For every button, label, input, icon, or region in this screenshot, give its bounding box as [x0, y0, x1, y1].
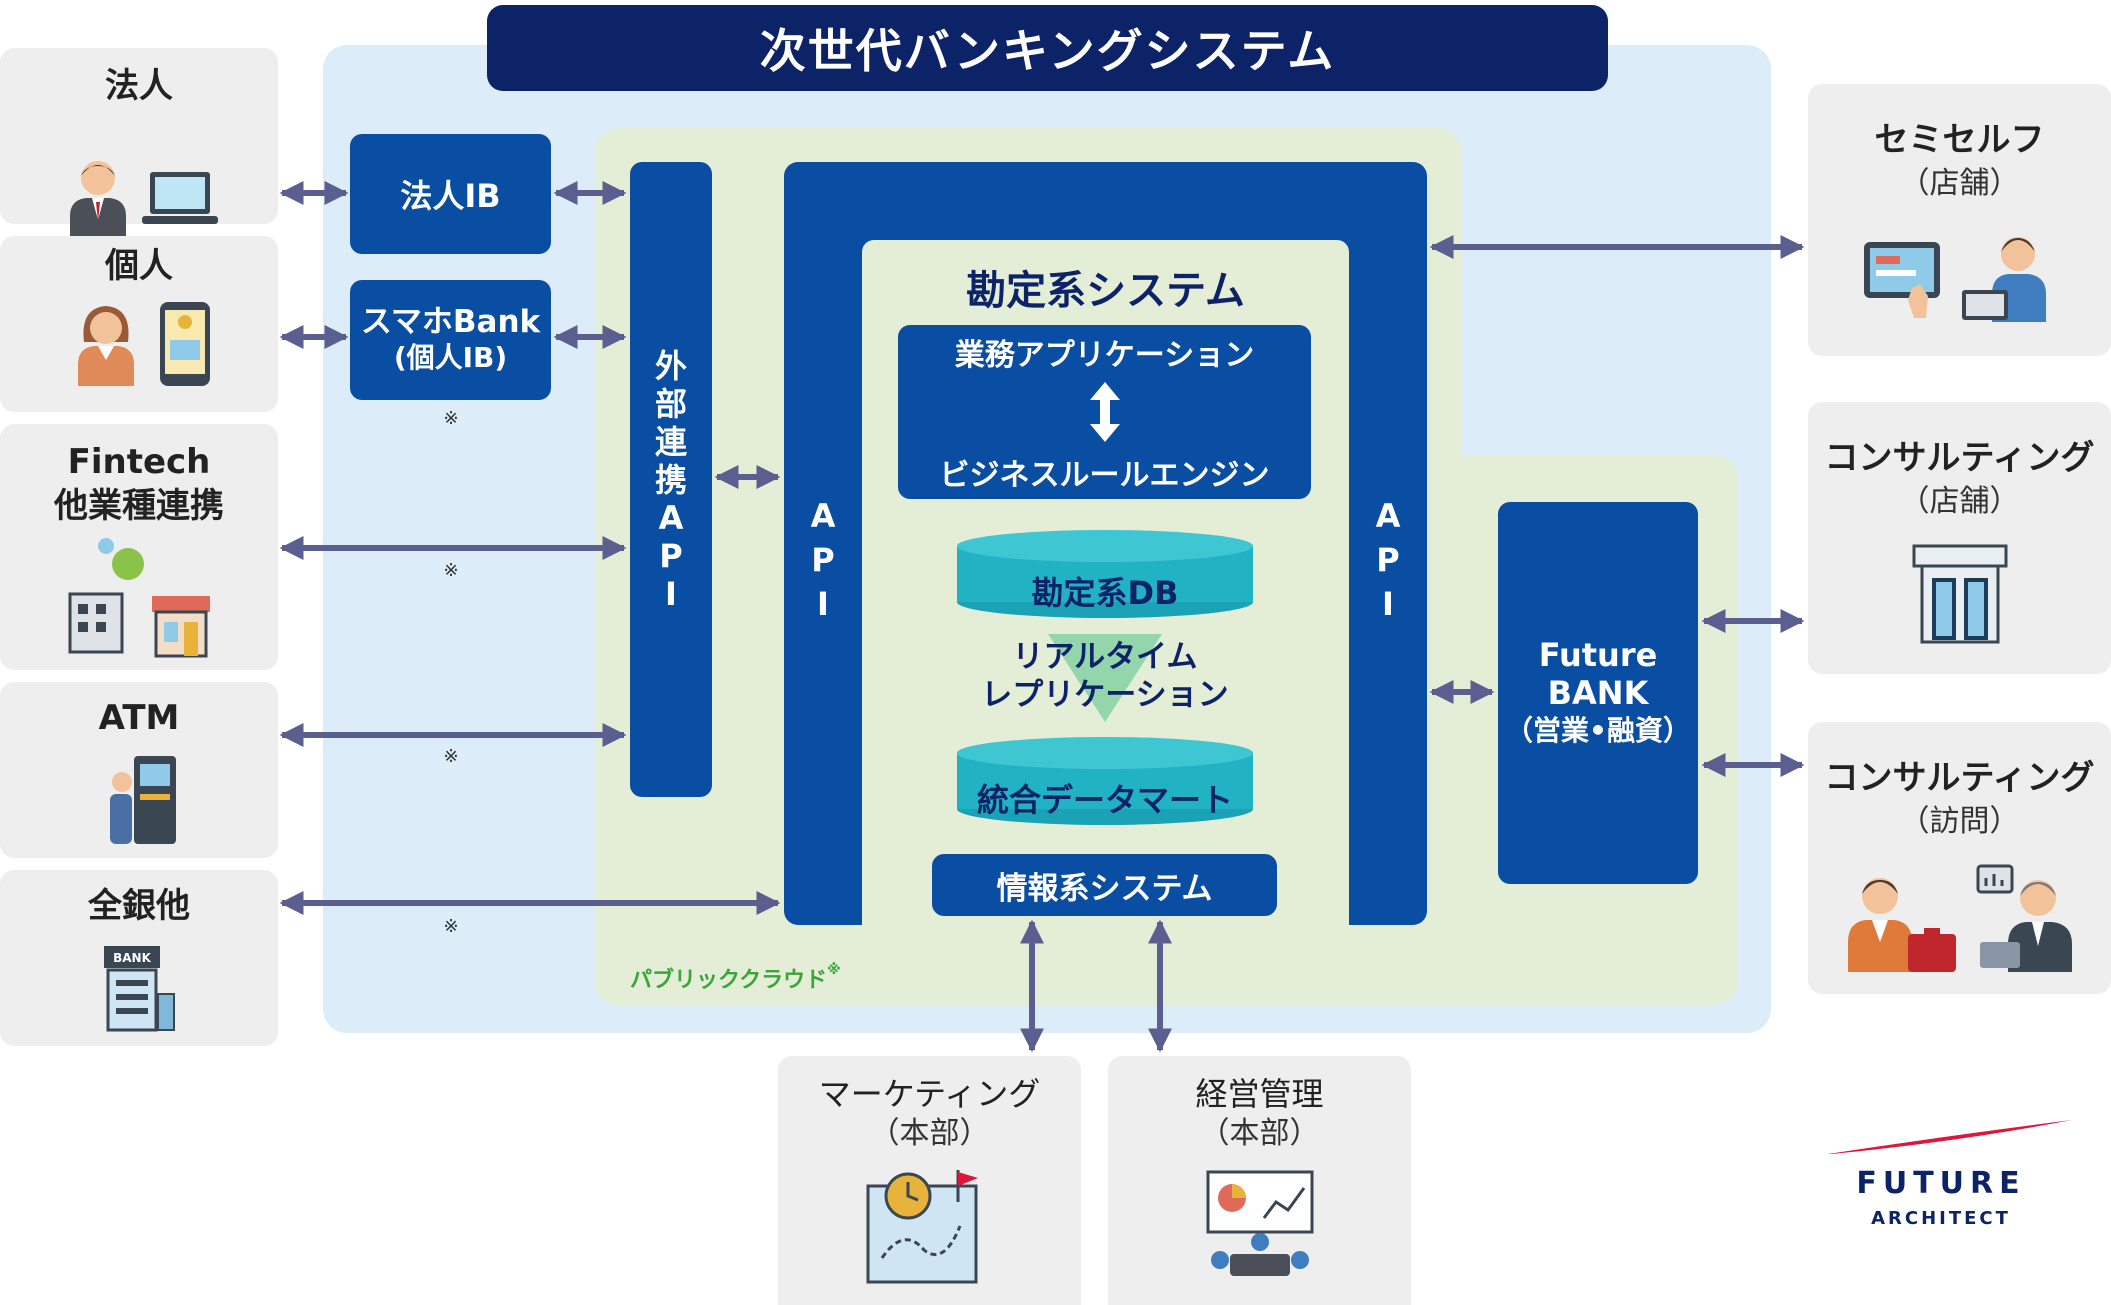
datamart-label: 統合データマート	[976, 781, 1233, 819]
external-api-char: 外	[654, 346, 687, 385]
strategy-board-icon	[866, 1170, 978, 1284]
meeting-icon	[1206, 1170, 1314, 1276]
page-title: 次世代バンキングシステム	[759, 24, 1336, 78]
channel-kojin-label: 個人	[105, 246, 173, 286]
future-architect-logo: FUTURE ARCHITECT	[1826, 1116, 2076, 1236]
channel-atm: ATM	[0, 682, 278, 858]
external-api-bar: 外 部 連 携 A P I	[630, 162, 712, 797]
svg-text:BANK: BANK	[113, 951, 151, 965]
info-system-label: 情報系システム	[996, 870, 1213, 907]
businessman-icon	[70, 161, 126, 242]
external-api-char: 連	[654, 422, 687, 461]
houjin-ib-block: 法人IB	[350, 134, 551, 254]
woman-icon	[78, 306, 134, 386]
future-bank-line-2: BANK	[1547, 674, 1649, 712]
shop-icon	[152, 596, 210, 658]
clerk-icon	[1962, 237, 2046, 322]
api-left-char: I	[817, 585, 829, 623]
channel-consulting-visit: コンサルティング （訪問）	[1808, 722, 2111, 994]
channel-marketing: マーケティング （本部）	[778, 1056, 1081, 1305]
laptop-icon	[142, 172, 218, 224]
channel-fintech: Fintech 他業種連携	[0, 424, 278, 670]
api-right-char: A	[1375, 497, 1401, 535]
channel-semi-self: セミセルフ （店舗）	[1808, 84, 2111, 356]
api-right-char: I	[1382, 585, 1394, 623]
smartphone-icon	[160, 302, 210, 386]
channel-houjin-label: 法人	[105, 66, 173, 106]
api-right-char: P	[1376, 541, 1400, 579]
system-title-banner: 次世代バンキングシステム	[487, 5, 1608, 91]
store-icon	[1912, 544, 2008, 644]
note-mark-fintech: ※	[443, 560, 459, 581]
api-left-char: P	[811, 541, 835, 579]
atm-user-icon	[110, 756, 176, 844]
channel-marketing-sub: （本部）	[869, 1116, 990, 1151]
note-mark-zengin: ※	[443, 916, 459, 937]
channel-marketing-label: マーケティング	[818, 1075, 1041, 1113]
channel-semi-self-label: セミセルフ	[1874, 120, 2045, 160]
logo-line-1: FUTURE	[1856, 1166, 2026, 1201]
channel-houjin: 法人	[0, 48, 278, 242]
channel-consulting-visit-sub: （訪問）	[1899, 804, 2020, 839]
channel-zengin: 全銀他 BANK	[0, 870, 278, 1046]
external-api-char: P	[659, 536, 683, 575]
buildings-icon	[68, 538, 144, 654]
channel-semi-self-sub: （店舗）	[1899, 166, 2020, 201]
smaho-bank-block: スマホBank (個人IB)	[350, 280, 551, 400]
kanjo-db-cylinder	[957, 530, 1253, 618]
api-left-char: A	[810, 497, 836, 535]
external-api-char: A	[658, 498, 684, 537]
logo-swoosh-icon	[1828, 1120, 2072, 1154]
logo-line-2: ARCHITECT	[1871, 1208, 2011, 1229]
public-cloud-label: パブリッククラウド※	[630, 962, 841, 994]
houjin-ib-label: 法人IB	[400, 177, 501, 215]
channel-zengin-label: 全銀他	[88, 886, 190, 926]
business-rule-engine-label: ビジネスルールエンジン	[939, 458, 1270, 493]
consultant-icon	[1848, 878, 1956, 972]
replication-label: リアルタイム レプリケーション	[900, 638, 1310, 714]
channel-consulting-store-label: コンサルティング	[1824, 438, 2095, 478]
api-left-bar: A P I	[784, 480, 862, 640]
future-bank-block: Future BANK （営業•融資）	[1498, 502, 1698, 884]
public-cloud-text: パブリッククラウド	[630, 968, 828, 993]
double-arrow-icon	[1089, 382, 1120, 442]
channel-atm-label: ATM	[98, 698, 180, 738]
channel-management-sub: （本部）	[1199, 1116, 1320, 1151]
replication-line-2: レプリケーション	[981, 677, 1229, 713]
smaho-bank-label: スマホBank	[360, 304, 541, 340]
channel-consulting-store-sub: （店舗）	[1899, 484, 2020, 519]
bank-building-icon: BANK	[104, 946, 175, 1032]
future-bank-line-1: Future	[1538, 636, 1658, 674]
api-right-bar: A P I	[1349, 480, 1427, 640]
replication-arrow-icon	[1048, 634, 1162, 722]
public-cloud-note: ※	[827, 962, 841, 978]
note-mark-atm: ※	[443, 746, 459, 767]
external-api-char: 部	[654, 384, 687, 423]
info-system-block: 情報系システム	[932, 854, 1277, 916]
smaho-bank-sub: (個人IB)	[393, 341, 508, 374]
channel-management-label: 経営管理	[1195, 1075, 1324, 1113]
kanjo-system-title: 勘定系システム	[966, 268, 1245, 314]
application-label: 業務アプリケーション	[954, 338, 1255, 373]
channel-fintech-label: Fintech 他業種連携	[54, 442, 224, 526]
client-icon	[1976, 864, 2072, 972]
application-block: 業務アプリケーション ビジネスルールエンジン	[898, 325, 1311, 499]
external-api-char: 携	[654, 460, 687, 499]
future-bank-line-3: （営業•融資）	[1505, 714, 1691, 747]
note-mark-smaho: ※	[443, 408, 459, 429]
external-api-char: I	[665, 574, 677, 613]
channel-kojin: 個人	[0, 236, 278, 412]
channel-consulting-visit-label: コンサルティング	[1824, 758, 2095, 798]
channel-management: 経営管理 （本部）	[1108, 1056, 1411, 1305]
replication-line-1: リアルタイム	[1012, 639, 1198, 675]
datamart-cylinder	[957, 737, 1253, 825]
channel-consulting-store: コンサルティング （店舗）	[1808, 402, 2111, 674]
tablet-icon	[1864, 242, 1940, 318]
kanjo-db-label: 勘定系DB	[1031, 574, 1179, 612]
